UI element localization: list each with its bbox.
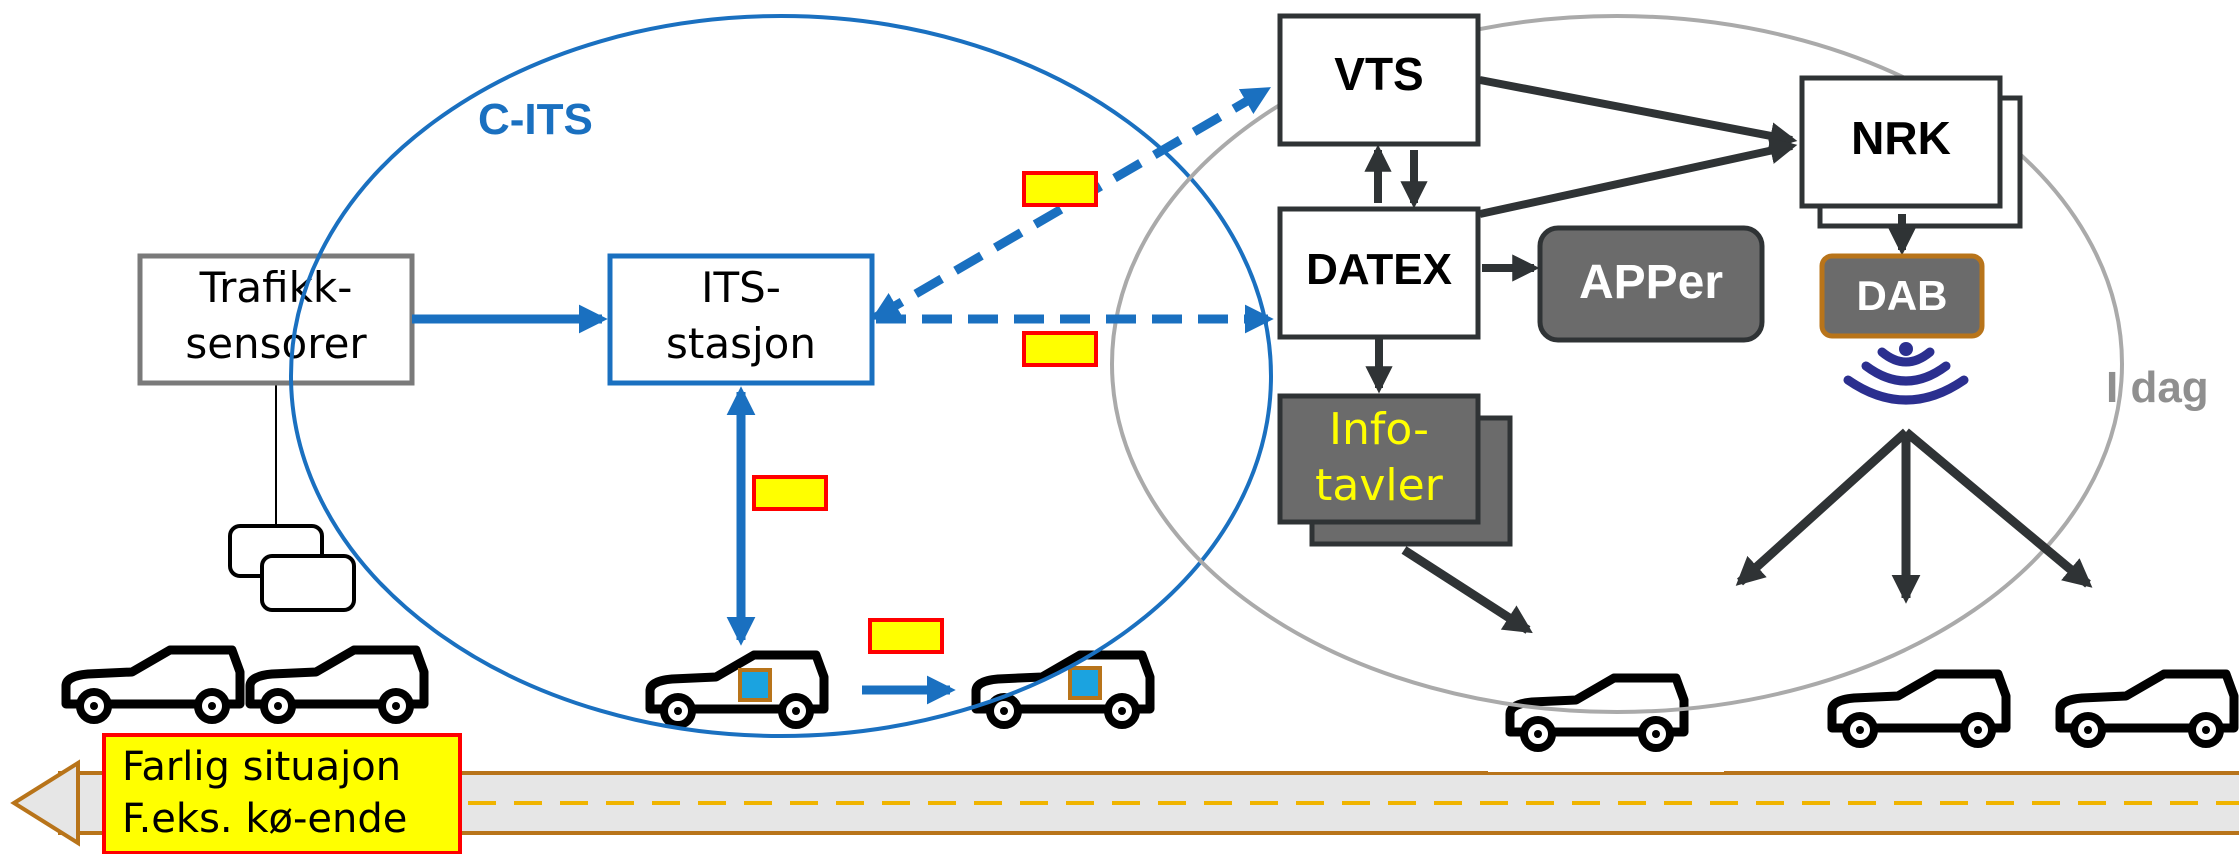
car-its-1 <box>650 655 824 725</box>
trafikk-sensorer-label-1: Trafikk- <box>199 263 353 312</box>
arrow-dab-to-car-right <box>1903 428 2093 588</box>
its-unit-icon <box>1068 666 1102 700</box>
its-unit-icon <box>738 668 772 702</box>
infotavler-box: Info- tavler <box>1277 393 1513 547</box>
apper-label: APPer <box>1579 256 1723 309</box>
car-dab-2 <box>2060 674 2234 744</box>
datex-label: DATEX <box>1306 245 1452 294</box>
sensor-icon <box>228 383 356 612</box>
message-marker <box>868 618 944 654</box>
arrow-dab-to-car-left <box>1735 428 1910 586</box>
warning-label-1: Farlig situajon <box>122 744 401 790</box>
infotavler-label-1: Info- <box>1329 404 1429 455</box>
message-marker <box>1022 331 1098 367</box>
car-dab-1 <box>1832 674 2006 744</box>
its-stasjon-label-1: ITS- <box>701 263 781 312</box>
dab-box: DAB <box>1819 253 1985 339</box>
arrow-its-to-vts <box>871 86 1271 321</box>
car-its-2 <box>976 655 1150 725</box>
vts-label: VTS <box>1334 48 1423 100</box>
road-direction-arrow <box>10 759 80 847</box>
warning-box: Farlig situajon F.eks. kø-ende <box>102 733 462 854</box>
idag-label: I dag <box>2106 363 2209 412</box>
nrk-box: NRK <box>1799 75 2023 229</box>
car-left-1 <box>66 650 240 720</box>
its-stasjon-label-2: stasjon <box>666 319 816 368</box>
arrow-datex-to-nrk <box>1479 137 1798 218</box>
its-stasjon-box: ITS- stasjon <box>607 253 875 386</box>
warning-label-2: F.eks. kø-ende <box>122 796 407 842</box>
car-left-2 <box>250 650 424 720</box>
arrow-infotavler-to-car <box>1401 546 1533 634</box>
idag-ellipse <box>1110 14 2124 714</box>
dab-label: DAB <box>1857 272 1948 319</box>
trafikk-sensorer-box: Trafikk- sensorer <box>137 253 415 386</box>
datex-box: DATEX <box>1277 206 1481 340</box>
arrow-vts-to-nrk <box>1479 76 1798 150</box>
cits-label: C-ITS <box>478 95 593 144</box>
message-marker <box>1022 171 1098 207</box>
nrk-label: NRK <box>1851 112 1951 164</box>
infotavler-label-2: tavler <box>1315 460 1444 511</box>
vts-box: VTS <box>1277 13 1481 147</box>
apper-box: APPer <box>1537 225 1765 343</box>
cits-ellipse <box>289 14 1273 738</box>
trafikk-sensorer-label-2: sensorer <box>185 319 367 368</box>
broadcast-icon <box>1843 342 1969 405</box>
message-marker <box>752 475 828 511</box>
